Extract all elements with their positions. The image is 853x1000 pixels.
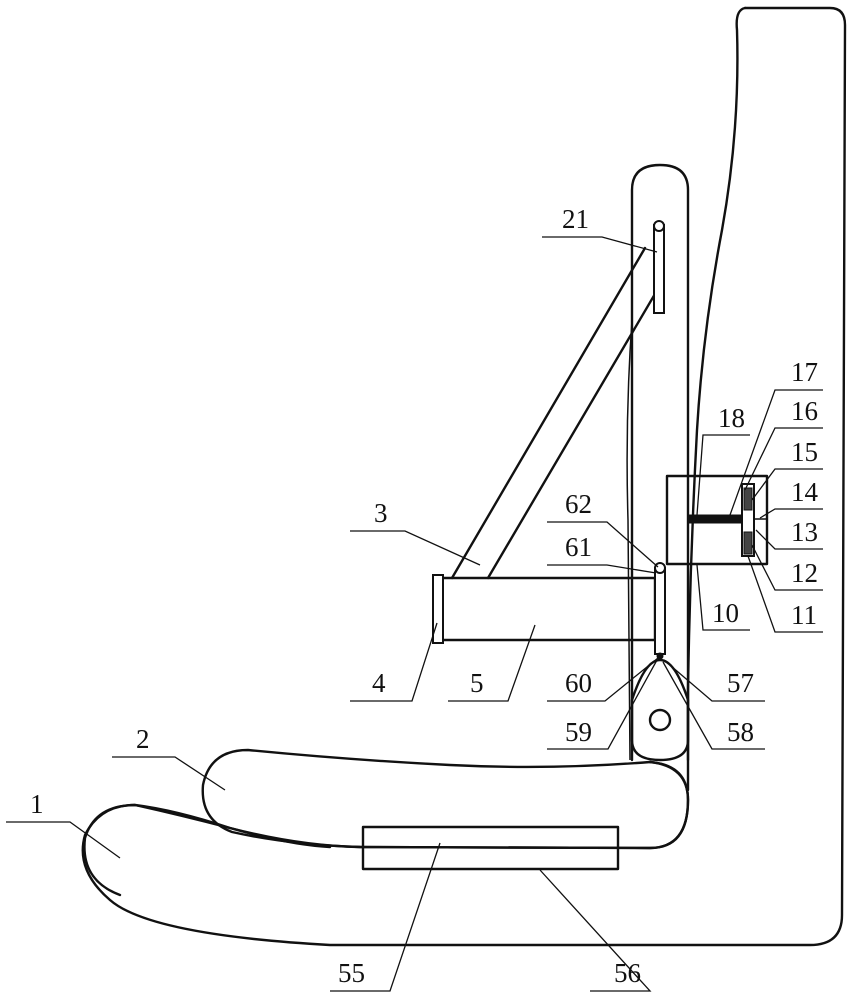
leader-16 xyxy=(744,427,823,491)
rail-pulley xyxy=(648,708,672,732)
label-15: 15 xyxy=(791,437,818,467)
label-55: 55 xyxy=(338,958,365,988)
leader-14 xyxy=(759,508,823,519)
leader-61 xyxy=(547,564,657,574)
leader-57 xyxy=(663,659,765,702)
lock-block-lower xyxy=(743,531,753,555)
label-12: 12 xyxy=(791,558,818,588)
label-10: 10 xyxy=(712,598,739,628)
leader-12 xyxy=(751,544,823,591)
label-5: 5 xyxy=(470,668,484,698)
upper-bracket xyxy=(653,224,665,314)
label-57: 57 xyxy=(727,668,754,698)
leader-59 xyxy=(547,659,658,750)
leader-58 xyxy=(662,661,765,750)
lower-seat-cushion xyxy=(83,760,690,897)
leader-11 xyxy=(747,555,823,633)
label-21: 21 xyxy=(562,204,589,234)
leader-21 xyxy=(542,236,658,253)
horizontal-arm xyxy=(438,576,657,642)
leader-62 xyxy=(547,521,659,568)
label-3: 3 xyxy=(374,498,388,528)
leader-56 xyxy=(539,869,652,992)
label-16: 16 xyxy=(791,396,818,426)
label-61: 61 xyxy=(565,532,592,562)
arm-end-cap xyxy=(432,574,444,644)
upper-seat-cushion xyxy=(201,748,690,850)
label-59: 59 xyxy=(565,717,592,747)
label-18: 18 xyxy=(718,403,745,433)
label-14: 14 xyxy=(791,477,819,507)
leader-60 xyxy=(547,657,659,702)
upper-pivot xyxy=(653,220,665,232)
vertical-rail xyxy=(630,163,690,762)
threaded-rod xyxy=(687,514,743,524)
leader-18 xyxy=(696,434,750,516)
leader-2 xyxy=(112,756,226,791)
label-4: 4 xyxy=(372,668,386,698)
lower-pin xyxy=(656,652,664,660)
support-strut xyxy=(450,246,664,580)
backrest-inner-contour xyxy=(686,6,747,792)
label-13: 13 xyxy=(791,517,818,547)
label-58: 58 xyxy=(727,717,754,747)
leader-15 xyxy=(751,468,823,501)
leader-17 xyxy=(729,389,823,516)
label-60: 60 xyxy=(565,668,592,698)
lower-pivot xyxy=(654,562,666,574)
label-56: 56 xyxy=(614,958,641,988)
label-11: 11 xyxy=(791,600,817,630)
leader-55 xyxy=(330,842,441,992)
lower-bracket xyxy=(654,567,666,655)
leader-5 xyxy=(448,624,536,702)
lock-box xyxy=(665,474,769,566)
label-2: 2 xyxy=(136,724,150,754)
seat-base-box xyxy=(361,825,620,871)
label-17: 17 xyxy=(791,357,818,387)
leader-4 xyxy=(350,622,438,702)
lock-block-upper xyxy=(743,487,753,511)
label-62: 62 xyxy=(565,489,592,519)
rail-inner-line xyxy=(626,319,633,761)
leader-1 xyxy=(6,821,121,859)
leader-13 xyxy=(755,529,823,550)
leader-3 xyxy=(350,530,481,566)
leader-10 xyxy=(696,564,750,631)
label-1: 1 xyxy=(30,789,44,819)
